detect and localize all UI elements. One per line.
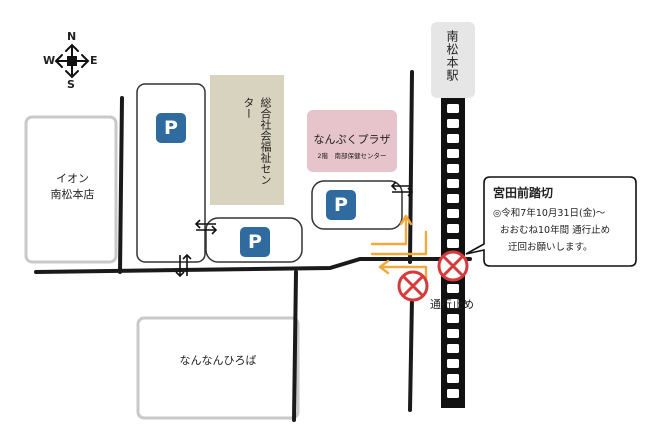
double-arrow-icon bbox=[390, 181, 414, 197]
railway-tie bbox=[447, 329, 459, 338]
double-arrow-icon bbox=[194, 219, 218, 235]
welfare-center-block bbox=[210, 75, 284, 205]
plaza-block bbox=[307, 110, 397, 172]
stop-marker-icon bbox=[437, 250, 469, 282]
railway-tie bbox=[447, 224, 459, 233]
railway-tie bbox=[447, 389, 459, 398]
aeon-label-line2: 南松本店 bbox=[50, 188, 95, 201]
parking-icon-plaza-bg bbox=[326, 190, 356, 220]
railway-tie bbox=[447, 209, 459, 218]
parking-icon: P bbox=[248, 231, 262, 253]
west-road bbox=[118, 96, 124, 274]
plaza-sublabel: 2階 南部保健センター bbox=[317, 152, 387, 160]
welfare-center-label: 総合社会福祉センター bbox=[242, 97, 272, 185]
plaza-label: なんぷくプラザ bbox=[313, 133, 391, 146]
access-arrows bbox=[175, 181, 414, 278]
railway-ties bbox=[447, 104, 459, 398]
aeon-label-line1: イオン bbox=[56, 172, 89, 185]
east-road-north bbox=[408, 70, 414, 264]
station-tag-bg bbox=[431, 22, 475, 98]
railway-tie bbox=[447, 179, 459, 188]
compass-w: W bbox=[43, 54, 56, 67]
arrow-left-icon bbox=[378, 259, 390, 275]
road-closed-label: 通行止め bbox=[430, 298, 474, 311]
notice-line2: おおむね10年間 通行止め bbox=[500, 225, 611, 236]
compass-s: S bbox=[67, 78, 75, 91]
compass-n: N bbox=[67, 30, 77, 43]
compass-e: E bbox=[90, 54, 98, 67]
parking-icon: P bbox=[164, 117, 178, 139]
railway-tie bbox=[447, 299, 459, 308]
double-arrow-icon bbox=[175, 253, 192, 278]
detour-route bbox=[370, 230, 428, 256]
railway-tie bbox=[447, 119, 459, 128]
railway-tie bbox=[447, 239, 459, 248]
railway-tie bbox=[447, 284, 459, 293]
station-label: 南松本駅 bbox=[445, 30, 459, 82]
railway-tie bbox=[447, 149, 459, 158]
notice-line1: ◎令和7年10月31日(金)～ bbox=[493, 208, 606, 219]
park-block bbox=[136, 316, 300, 420]
parking-lot-plaza bbox=[311, 180, 403, 230]
parking-icon-north-bg bbox=[156, 113, 186, 143]
east-road-south bbox=[408, 296, 414, 412]
parking-lot-south bbox=[205, 217, 303, 263]
park-label: なんなんひろば bbox=[179, 354, 257, 367]
railway-tie bbox=[447, 374, 459, 383]
railway-tie bbox=[447, 164, 459, 173]
compass-rose-icon bbox=[54, 43, 90, 79]
railway-tie bbox=[447, 104, 459, 113]
railway-tie bbox=[447, 344, 459, 353]
parking-icon-south-bg bbox=[240, 227, 270, 257]
railway-tie bbox=[447, 134, 459, 143]
main-road bbox=[34, 257, 472, 274]
railway-tie bbox=[447, 314, 459, 323]
stop-marker-icon bbox=[397, 270, 429, 302]
parking-lot-north bbox=[136, 83, 206, 263]
notice-title: 宮田前踏切 bbox=[493, 186, 554, 200]
aeon-block bbox=[24, 115, 118, 264]
notice-line3: 迂回お願いします。 bbox=[508, 242, 593, 253]
railway-tie bbox=[447, 194, 459, 203]
south-road bbox=[292, 270, 298, 422]
railway-tie bbox=[447, 359, 459, 368]
notice-bubble bbox=[465, 176, 637, 267]
parking-icon: P bbox=[334, 194, 348, 216]
